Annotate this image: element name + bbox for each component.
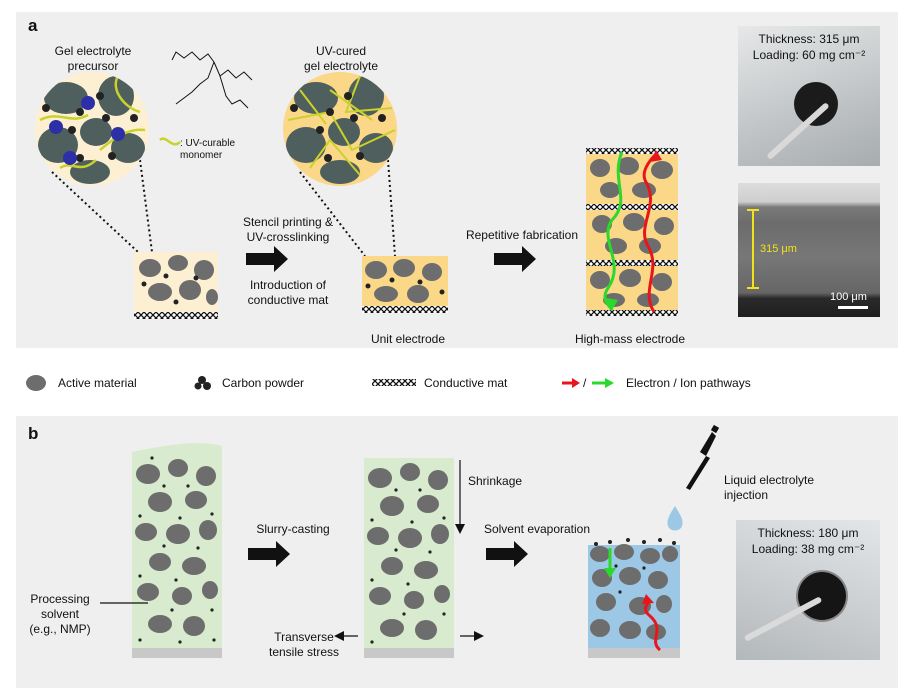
precursor-magnified-circle	[35, 72, 149, 186]
monomer-label: : UV-curable monomer	[180, 138, 236, 161]
processing-solvent-label: Processing solvent (e.g., NMP)	[29, 592, 91, 636]
slurry-casting-label: Slurry-casting	[256, 522, 330, 536]
step1-top-label: Stencil printing & UV-crosslinking	[242, 215, 334, 244]
electrode-photo-a: Thickness: 315 μm Loading: 60 mg cm⁻²	[738, 26, 880, 166]
pipette-icon	[686, 424, 720, 490]
legend-electron-arrow	[562, 378, 580, 388]
liquid-injection-label: Liquid electrolyte injection	[724, 473, 815, 502]
photo-b-thickness: Thickness: 180 μm	[757, 526, 859, 540]
unit-electrode-caption: Unit electrode	[370, 332, 446, 346]
uvcured-title: UV-cured gel electrolyte	[303, 44, 379, 73]
step1-bottom-label: Introduction of conductive mat	[247, 278, 329, 307]
precursor-title: Gel electrolyte precursor	[54, 44, 132, 73]
solvent-evaporation-label: Solvent evaporation	[483, 522, 591, 536]
sem-scale-bar	[838, 306, 868, 309]
sem-image: 315 μm 100 μm	[738, 183, 880, 317]
sem-dimension-cap-top	[747, 209, 759, 211]
arrow-repetitive	[494, 246, 536, 272]
shrinkage-label: Shrinkage	[468, 474, 523, 488]
arrow-stencil-printing	[246, 246, 288, 272]
final-electrode-liquid	[588, 538, 680, 658]
sem-scale-bar-label: 100 μm	[830, 291, 867, 303]
legend-conductive-mat-icon	[372, 379, 416, 386]
zoom-lines	[51, 159, 396, 257]
monomer-molecule	[171, 51, 253, 109]
legend-active-material-icon	[26, 375, 46, 391]
slurry-electrode-drying	[334, 458, 484, 658]
unit-electrode	[362, 256, 448, 313]
electrode-disc-b	[798, 572, 846, 620]
panel-a-label: a	[28, 16, 38, 35]
photo-b-loading: Loading: 38 mg cm⁻²	[751, 542, 865, 556]
high-mass-electrode-caption: High-mass electrode	[574, 332, 686, 346]
transverse-stress-label: Transverse tensile stress	[268, 630, 340, 659]
legend-conductive-mat: Conductive mat	[424, 376, 508, 390]
legend-carbon-icon	[194, 376, 211, 390]
photo-a-loading: Loading: 60 mg cm⁻²	[752, 48, 866, 62]
arrow-solvent-evaporation	[486, 541, 528, 567]
step2-label: Repetitive fabrication	[465, 228, 579, 242]
electrode-photo-b: Thickness: 180 μm Loading: 38 mg cm⁻²	[736, 520, 880, 660]
monomer-legend-line	[159, 137, 181, 146]
sem-dimension-label: 315 μm	[760, 243, 797, 255]
high-mass-electrode	[586, 148, 678, 316]
slurry-electrode-wet	[100, 443, 222, 658]
liquid-droplet-icon	[667, 506, 683, 531]
legend-separator: /	[583, 376, 587, 390]
sem-dimension-line	[752, 209, 754, 289]
panel-b-label: b	[28, 424, 39, 443]
legend-ion-arrow	[592, 378, 614, 388]
precursor-electrode-block	[134, 252, 218, 319]
photo-a-thickness: Thickness: 315 μm	[758, 32, 860, 46]
uvcured-magnified-circle	[283, 72, 397, 186]
sem-dimension-cap-bottom	[747, 287, 759, 289]
legend-carbon-powder: Carbon powder	[222, 376, 305, 390]
arrow-slurry-casting	[248, 541, 290, 567]
legend-active-material: Active material	[58, 376, 137, 390]
legend-pathways: Electron / Ion pathways	[626, 376, 751, 390]
